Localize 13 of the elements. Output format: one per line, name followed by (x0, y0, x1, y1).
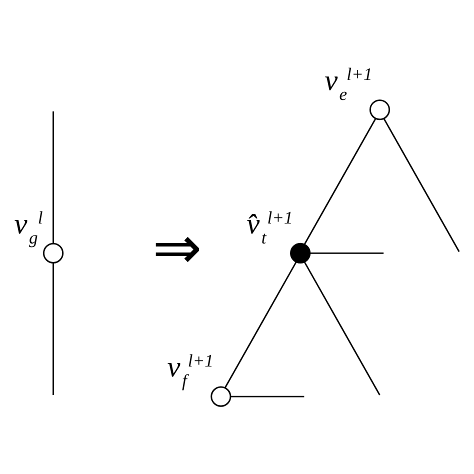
node-circle (210, 386, 232, 407)
connector (304, 262, 380, 396)
label: ⇒ (152, 216, 202, 281)
connector (224, 262, 297, 388)
connector (52, 111, 54, 244)
connector (383, 118, 460, 252)
connector (304, 118, 376, 244)
node-dot (290, 242, 311, 264)
connector (230, 396, 304, 398)
node-circle (42, 242, 64, 264)
connector (52, 263, 54, 396)
connector (310, 252, 384, 254)
node-circle (369, 100, 390, 120)
